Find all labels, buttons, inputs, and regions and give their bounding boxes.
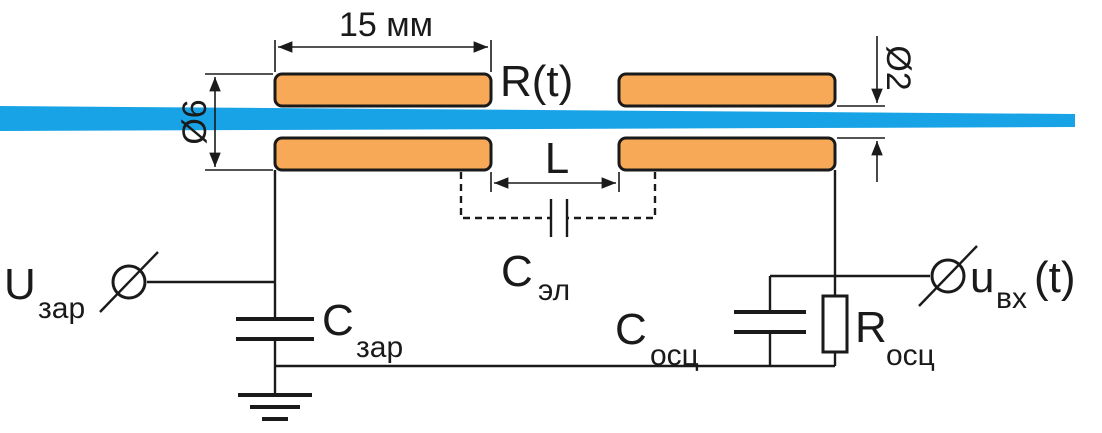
gap-dimension: L [490,134,620,192]
charge-voltage-terminal: U зар [4,251,159,325]
right-electrode [617,72,837,172]
electrode-capacitance: C эл [459,172,657,307]
beam [0,106,1075,131]
c-el-subscript: эл [538,274,570,307]
input-voltage-terminal: u вх (t) [918,245,1076,315]
c-osc-subscript: осц [650,339,699,372]
inner-diameter-label: Ø2 [879,45,917,90]
length-dimension: 15 мм [274,6,492,72]
c-zar-subscript: зар [356,331,403,364]
ground-symbol [238,393,312,421]
resistance-label: R(t) [500,57,573,106]
oscilloscope-resistor: R осц [821,294,935,372]
c-zar-label: C [322,296,354,345]
length-label: 15 мм [339,6,433,44]
oscilloscope-capacitor: C осц [615,276,806,372]
circuit-wires [147,170,930,395]
u-in-label: u [970,253,994,302]
left-electrode [273,72,493,172]
outer-diameter-label: Ø6 [176,99,214,144]
r-osc-label: R [855,303,887,352]
u-zar-subscript: зар [38,292,85,325]
r-osc-subscript: осц [886,339,935,372]
outer-diameter-dimension: Ø6 [176,73,273,171]
gap-label: L [545,134,569,183]
u-in-subscript: вх [996,282,1027,315]
c-osc-label: C [615,305,647,354]
charge-capacitor: C зар [236,296,403,364]
inner-diameter-dimension: Ø2 [837,36,917,182]
c-el-label: C [501,247,533,296]
u-in-suffix: (t) [1034,253,1076,302]
u-zar-label: U [4,260,36,309]
